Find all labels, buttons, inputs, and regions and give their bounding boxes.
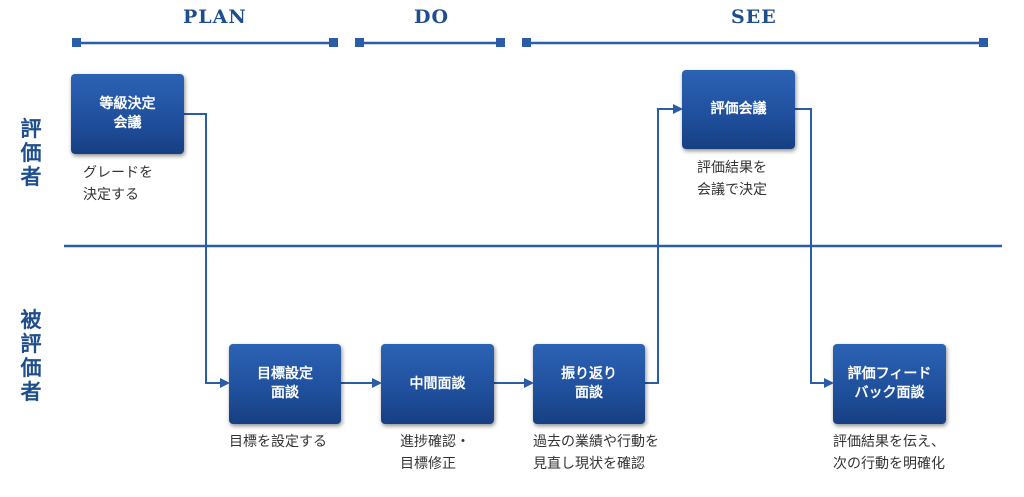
grade-meeting-box: 等級決定 会議 — [71, 74, 184, 154]
role-evaluator-label: 評 価 者 — [20, 116, 42, 189]
mid-interview-box: 中間面談 — [381, 344, 494, 424]
eval-meeting-box: 評価会議 — [682, 70, 795, 149]
phase-do-label: DO — [414, 6, 450, 28]
connector-eval-to-feedback — [795, 108, 834, 388]
plan-timeline — [72, 38, 338, 47]
grade-meeting-note: グレードを 決定する — [83, 165, 153, 203]
eval-meeting-note: 評価結果を 会議で決定 — [697, 160, 767, 198]
goal-interview-note: 目標を設定する — [229, 434, 327, 450]
connector-grade-to-goal — [184, 113, 230, 388]
see-timeline — [522, 38, 988, 47]
review-interview-box: 振り返り 面談 — [533, 344, 645, 424]
feedback-interview-note: 評価結果を伝え、 次の行動を明確化 — [833, 434, 945, 472]
mid-interview-note: 進捗確認・ 目標修正 — [400, 434, 470, 472]
review-interview-note: 過去の業績や行動を 見直し現状を確認 — [533, 434, 659, 472]
do-timeline — [355, 38, 505, 47]
goal-interview-box: 目標設定 面談 — [229, 344, 341, 424]
role-evaluatee-label: 被 評 価 者 — [20, 307, 42, 404]
connector-review-to-eval — [645, 104, 683, 384]
feedback-interview-box: 評価フィード バック面談 — [833, 344, 946, 424]
phase-see-label: SEE — [731, 6, 777, 28]
phase-plan-label: PLAN — [183, 6, 247, 28]
